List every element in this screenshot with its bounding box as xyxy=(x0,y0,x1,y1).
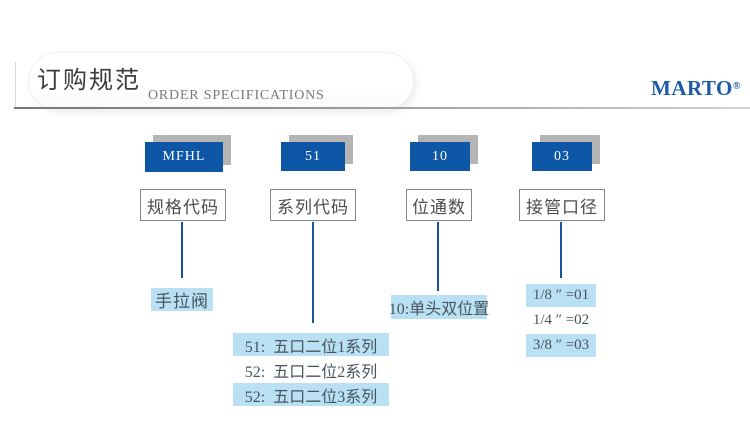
note-series-1: 51: 五口二位1系列 xyxy=(233,333,389,356)
port-size-notes: 1/8 ″ =01 1/4 ″ =02 3/8 ″ =03 xyxy=(526,284,596,359)
registered-mark: ® xyxy=(732,81,741,92)
note-port-01: 1/8 ″ =01 xyxy=(526,284,596,307)
title-capsule xyxy=(28,52,414,110)
label-port-size: 接管口径 xyxy=(519,189,605,221)
series-notes: 51: 五口二位1系列 52: 五口二位2系列 52: 五口二位3系列 xyxy=(233,333,389,408)
code-box-mfhl: MFHL xyxy=(145,142,223,172)
note-position: 10:单头双位置 xyxy=(389,295,489,319)
label-series-code: 系列代码 xyxy=(270,189,356,221)
brand-name: MARTO xyxy=(651,76,733,100)
label-position-ways: 位通数 xyxy=(406,189,472,221)
brand-logo: MARTO® xyxy=(651,76,741,101)
note-series-2: 52: 五口二位2系列 xyxy=(244,363,378,381)
header-divider xyxy=(14,107,750,109)
connector-line-port-size xyxy=(560,222,562,278)
page-title: 订购规范 xyxy=(37,68,141,94)
note-port-02: 1/4 ″ =02 xyxy=(532,312,590,328)
left-edge-tick xyxy=(15,62,16,107)
connector-line-spec-code xyxy=(181,222,183,278)
note-port-03: 3/8 ″ =03 xyxy=(526,334,596,357)
page-subtitle: ORDER SPECIFICATIONS xyxy=(148,88,325,103)
connector-line-position-ways xyxy=(437,222,439,291)
code-box-51: 51 xyxy=(281,142,345,171)
code-box-10: 10 xyxy=(410,142,470,171)
note-series-3: 52: 五口二位3系列 xyxy=(233,383,389,406)
code-box-03: 03 xyxy=(532,142,592,171)
label-spec-code: 规格代码 xyxy=(140,189,226,221)
note-hand-valve: 手拉阀 xyxy=(151,288,213,311)
connector-line-series-code xyxy=(312,222,314,323)
